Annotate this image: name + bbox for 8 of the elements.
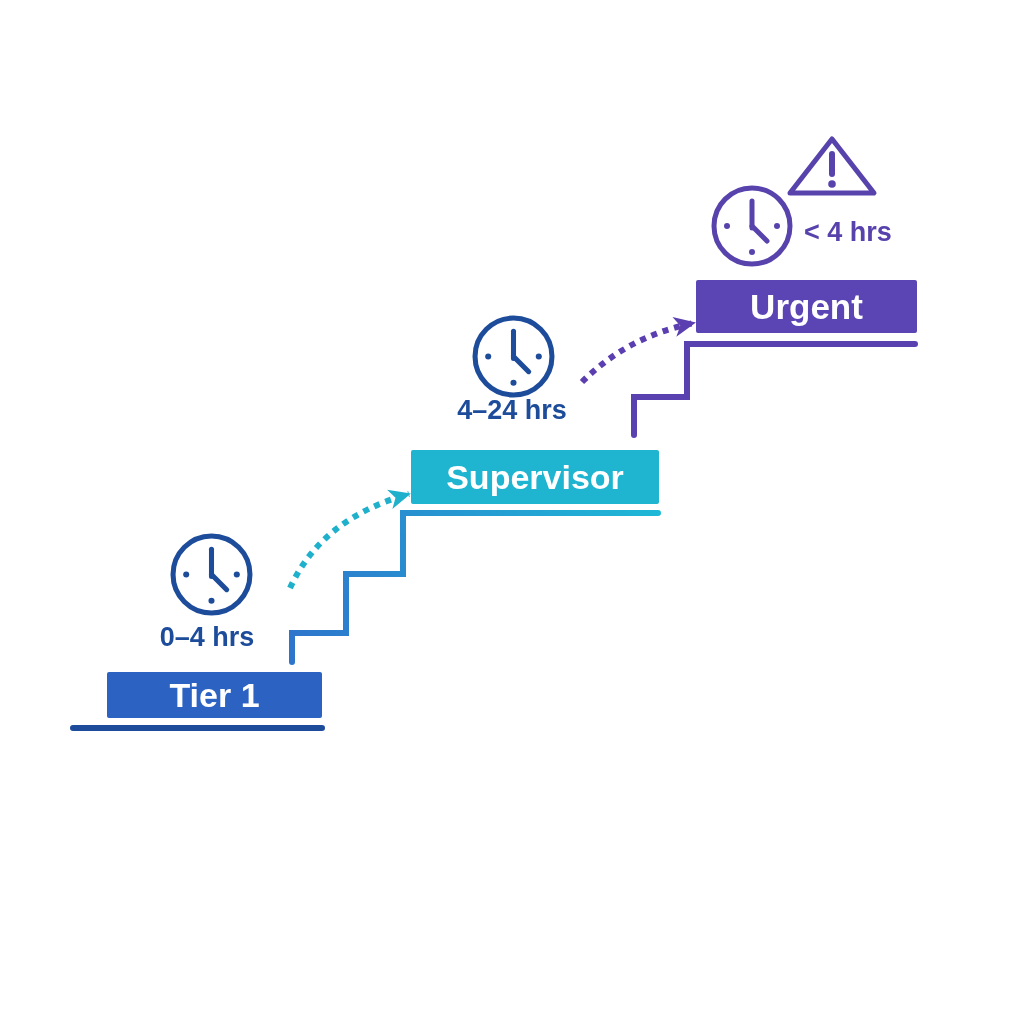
duration-label: < 4 hrs <box>804 219 892 246</box>
step-box: Urgent <box>696 280 917 333</box>
step-box: Tier 1 <box>107 672 322 718</box>
dotted-arrow <box>287 490 411 590</box>
step-box: Supervisor <box>411 450 659 504</box>
dotted-arrow <box>579 317 696 385</box>
duration-label: 0–4 hrs <box>159 624 255 651</box>
duration-label: 4–24 hrs <box>457 397 567 424</box>
